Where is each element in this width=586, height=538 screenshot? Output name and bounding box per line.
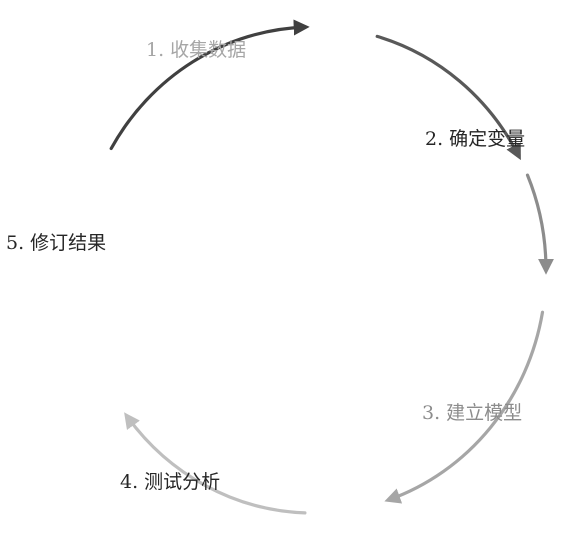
arc-left-upper: [109, 19, 310, 151]
step-label-build-model: 3. 建立模型: [422, 402, 522, 424]
step-label-define-variables: 2. 确定变量: [425, 128, 525, 150]
step-label-test-analysis: 4. 测试分析: [120, 471, 220, 493]
cycle-arcs: [109, 19, 554, 515]
arc-top: [375, 34, 521, 161]
cycle-labels: 1. 收集数据 2. 确定变量 3. 建立模型 4. 测试分析 5. 修订结果: [6, 39, 525, 493]
arc-right-lower: [384, 310, 545, 504]
arc-right-upper: [525, 173, 554, 275]
step-label-collect-data: 1. 收集数据: [146, 39, 246, 61]
step-label-revise-results: 5. 修订结果: [6, 232, 106, 254]
arc-bottom: [124, 412, 307, 515]
